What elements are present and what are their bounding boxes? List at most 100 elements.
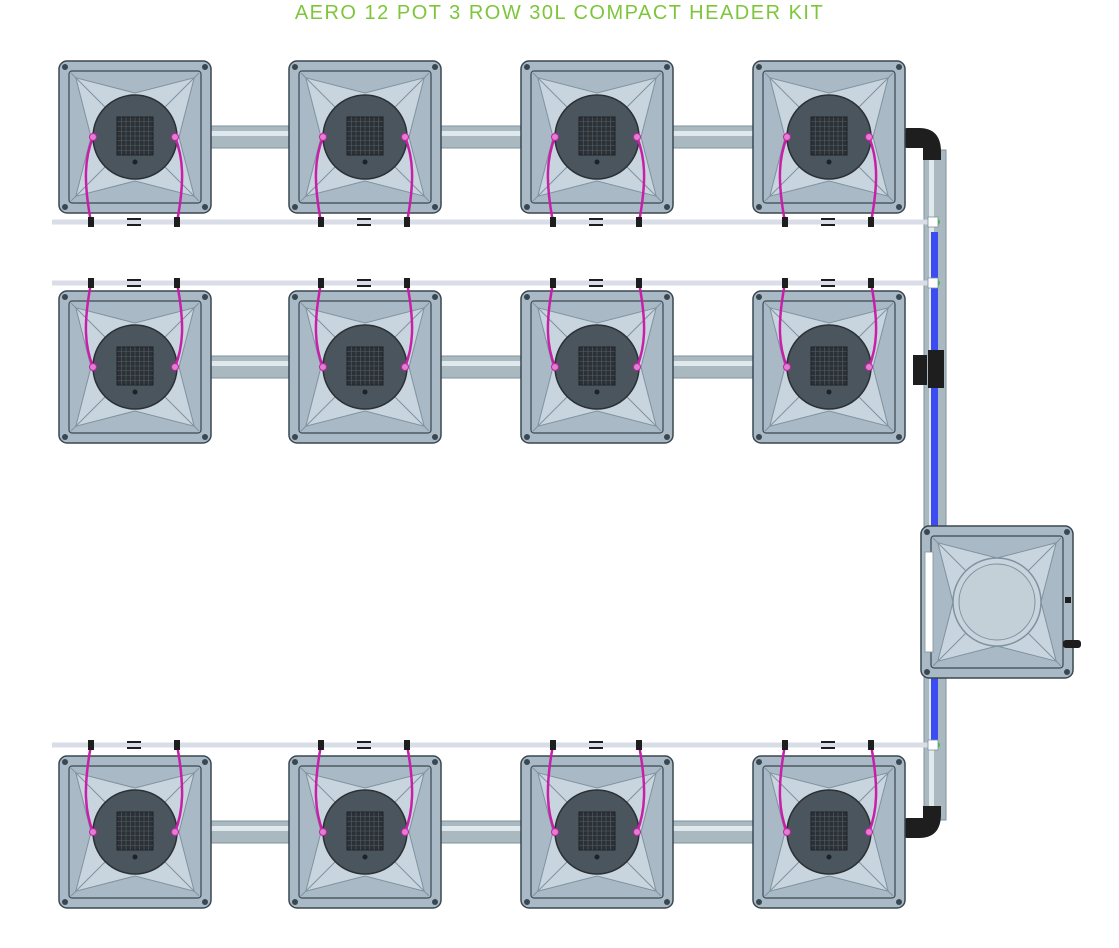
- feed-connector: [782, 740, 788, 750]
- drip-tube: [546, 744, 557, 833]
- corner-clip: [202, 204, 208, 210]
- dripper: [633, 133, 641, 141]
- corner-clip: [524, 204, 530, 210]
- corner-clip: [292, 434, 298, 440]
- corner-clip: [202, 64, 208, 70]
- pot-rim: [530, 70, 664, 204]
- pot-rim: [298, 300, 432, 434]
- corner-clip: [432, 64, 438, 70]
- pot: [752, 755, 906, 909]
- dripper: [401, 828, 409, 836]
- drip-tube: [84, 744, 95, 833]
- feed-line: [52, 280, 934, 286]
- feed-connector: [318, 740, 324, 750]
- drip-tube: [314, 136, 325, 223]
- feed-marker: [589, 279, 603, 281]
- pot-rim: [298, 765, 432, 899]
- pot: [58, 755, 212, 909]
- corner-clip: [202, 899, 208, 905]
- connecting-pipe: [438, 355, 524, 379]
- pot: [288, 290, 442, 444]
- pot: [58, 60, 212, 214]
- corner-clip: [292, 759, 298, 765]
- blue-header-line: [931, 652, 938, 742]
- corner-clip: [1064, 529, 1070, 535]
- corner-clip: [896, 204, 902, 210]
- pot: [520, 290, 674, 444]
- corner-clip: [924, 669, 930, 675]
- elbow-fitting: [905, 806, 941, 838]
- corner-clip: [524, 759, 530, 765]
- corner-clip: [896, 434, 902, 440]
- dripper: [783, 828, 791, 836]
- feed-connector: [550, 278, 556, 288]
- pot-rim: [68, 70, 202, 204]
- feed-connector: [404, 740, 410, 750]
- drip-tube: [867, 282, 878, 368]
- connecting-pipe: [208, 355, 292, 379]
- elbow-fitting: [905, 128, 941, 160]
- drip-tube: [84, 282, 95, 368]
- feed-connector: [88, 740, 94, 750]
- feed-marker: [357, 224, 371, 226]
- feed-connector: [868, 740, 874, 750]
- feed-line: [52, 219, 934, 225]
- dripper: [401, 133, 409, 141]
- header-pipe: [923, 149, 947, 821]
- pot: [752, 60, 906, 214]
- pot: [520, 60, 674, 214]
- feed-connector: [318, 278, 324, 288]
- feed-marker: [821, 218, 835, 220]
- feed-marker: [127, 285, 141, 287]
- feed-marker: [357, 279, 371, 281]
- connecting-pipe: [670, 125, 756, 149]
- dripper: [319, 363, 327, 371]
- feed-connector: [782, 278, 788, 288]
- corner-clip: [756, 294, 762, 300]
- corner-clip: [62, 204, 68, 210]
- dripper: [89, 133, 97, 141]
- connecting-pipe: [670, 820, 756, 844]
- feed-connector: [174, 278, 180, 288]
- feed-connector: [868, 278, 874, 288]
- dripper: [865, 133, 873, 141]
- header-joint: [927, 739, 939, 751]
- pot: [288, 755, 442, 909]
- corner-clip: [896, 64, 902, 70]
- feed-marker: [357, 285, 371, 287]
- feed-marker: [127, 741, 141, 743]
- corner-clip: [524, 899, 530, 905]
- reservoir-tank: [920, 525, 1074, 679]
- feed-connector: [88, 217, 94, 227]
- connecting-pipe: [208, 820, 292, 844]
- feed-marker: [589, 741, 603, 743]
- corner-clip: [62, 759, 68, 765]
- feed-connector: [636, 740, 642, 750]
- dripper: [319, 828, 327, 836]
- corner-clip: [1064, 669, 1070, 675]
- corner-clip: [432, 899, 438, 905]
- feed-marker: [589, 224, 603, 226]
- pot: [58, 290, 212, 444]
- feed-marker: [821, 279, 835, 281]
- feed-connector: [174, 740, 180, 750]
- drip-tube: [314, 282, 325, 368]
- drip-tube: [778, 282, 789, 368]
- corner-clip: [924, 529, 930, 535]
- corner-clip: [524, 294, 530, 300]
- header-tee: [913, 355, 927, 385]
- pot: [752, 290, 906, 444]
- connecting-pipe: [438, 820, 524, 844]
- drip-tube: [778, 744, 789, 833]
- drip-tube: [778, 136, 789, 223]
- corner-clip: [432, 434, 438, 440]
- tank-port: [1065, 597, 1071, 603]
- dripper: [319, 133, 327, 141]
- corner-clip: [62, 64, 68, 70]
- drip-tube: [173, 744, 184, 833]
- dripper: [401, 363, 409, 371]
- feed-connector: [550, 740, 556, 750]
- feed-connector: [782, 217, 788, 227]
- drip-tube: [403, 744, 414, 833]
